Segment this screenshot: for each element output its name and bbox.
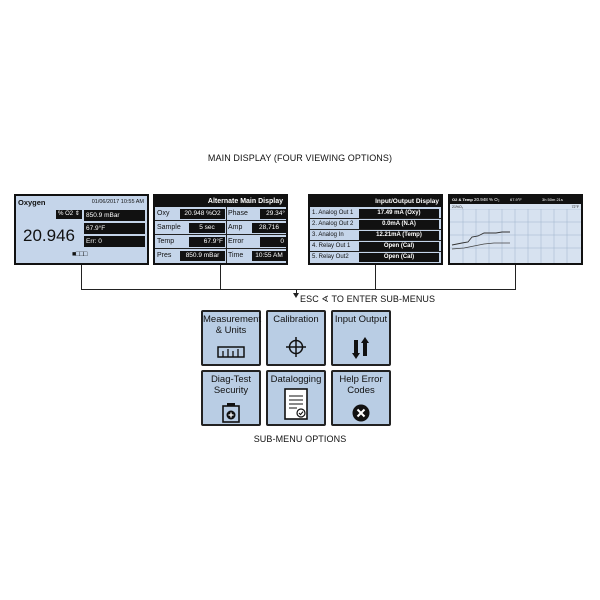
- button-label: Help Error: [339, 374, 383, 385]
- main-display-screen: Oxygen 01/06/2017 10:55 AM % O2 ⇕ 20.946…: [14, 194, 149, 265]
- crosshair-icon: [286, 337, 306, 357]
- io-label: 1. Analog Out 1: [312, 210, 354, 216]
- io-label: 2. Analog Out 2: [312, 221, 354, 227]
- trend-axis-right: 72°F: [571, 205, 579, 209]
- row-label: Temp: [157, 238, 175, 245]
- screen-title: Input/Output Display: [310, 196, 441, 207]
- io-display-screen: Input/Output Display 1. Analog Out 1 17.…: [308, 194, 443, 265]
- button-label: Codes: [347, 385, 375, 396]
- up-down-arrows-icon: [352, 337, 369, 359]
- phase-value: 29.34°: [260, 209, 286, 219]
- alternate-display-screen: Alternate Main Display Oxy 20.948 %O2 Ph…: [153, 194, 288, 265]
- trend-temp-value: 67.9°F: [510, 197, 522, 202]
- button-label: & Units: [215, 325, 247, 336]
- button-label: Diag-Test: [210, 374, 252, 385]
- datalogging-button[interactable]: Datalogging: [266, 370, 326, 426]
- page-indicator: ■□□□: [72, 251, 87, 258]
- io-value: 12.21mA (Temp): [359, 231, 439, 240]
- main-display-caption: MAIN DISPLAY (FOUR VIEWING OPTIONS): [207, 153, 393, 163]
- time-value: 10:55 AM: [252, 251, 286, 261]
- screen-title: Oxygen: [18, 198, 46, 207]
- button-label: Datalogging: [270, 374, 322, 385]
- button-label: Input Output: [334, 314, 388, 325]
- io-label: 3. Analog In: [312, 232, 344, 238]
- datetime: 01/06/2017 10:55 AM: [91, 199, 144, 205]
- o2-trend-line: [451, 231, 510, 246]
- close-circle-icon: [352, 404, 370, 422]
- amp-value: 28,716: [252, 223, 286, 233]
- pressure-value: 850.9 mBar: [180, 251, 225, 261]
- row-label: Sample: [157, 224, 181, 231]
- trend-elapsed-time: 3h 50m 21s: [542, 197, 563, 202]
- measurement-units-button[interactable]: Measurement & Units: [201, 310, 261, 366]
- sample-value: 5 sec: [189, 223, 225, 233]
- trend-axis-left: 21%O₂: [452, 205, 464, 209]
- io-label: 5. Relay Out2: [312, 254, 349, 260]
- screen-title: Alternate Main Display: [155, 196, 286, 207]
- button-label: Measurement: [203, 314, 262, 325]
- io-value: Open (Cal): [359, 242, 439, 251]
- trend-chart: [450, 209, 581, 263]
- temp-trend-line: [451, 242, 510, 250]
- io-label: 4. Relay Out 1: [312, 243, 351, 249]
- help-error-codes-button[interactable]: Help Error Codes: [331, 370, 391, 426]
- button-label: Calibration: [273, 314, 319, 325]
- diag-test-security-button[interactable]: Diag-Test Security: [201, 370, 261, 426]
- temperature-readout: 67.9°F: [84, 223, 145, 234]
- row-label: Phase: [228, 210, 248, 217]
- oxygen-reading: 20.946: [23, 226, 75, 245]
- row-label: Pres: [157, 252, 172, 259]
- pressure-readout: 850.9 mBar: [84, 210, 145, 221]
- trend-display-screen: O2 & Temp 20.948 % O₂ 67.9°F 3h 50m 21s …: [448, 194, 583, 265]
- calibration-button[interactable]: Calibration: [266, 310, 326, 366]
- esc-instruction: ESC ∢ TO ENTER SUB-MENUS: [300, 294, 436, 304]
- trend-header-label: O2 & Temp: [452, 197, 473, 202]
- battery-plus-icon: [222, 403, 240, 423]
- trend-header: O2 & Temp 20.948 % O₂ 67.9°F 3h 50m 21s: [450, 196, 581, 204]
- row-label: Time: [228, 252, 244, 259]
- error-value: 0: [260, 237, 286, 247]
- oxy-value: 20.948 %O2: [180, 209, 225, 219]
- ruler-icon: [217, 346, 245, 358]
- io-value: 17.49 mA (Oxy): [359, 209, 439, 218]
- button-label: Security: [213, 385, 249, 396]
- trend-o2-value: 20.948 % O₂: [474, 197, 500, 202]
- clipboard-check-icon: [284, 388, 308, 420]
- unit-selector[interactable]: % O2 ⇕: [56, 210, 82, 219]
- error-readout: Err: 0: [84, 236, 145, 247]
- io-value: 0.0mA (N.A): [359, 220, 439, 229]
- temp-value: 67.9°F: [189, 237, 225, 247]
- submenu-caption: SUB-MENU OPTIONS: [253, 434, 347, 444]
- row-label: Oxy: [157, 210, 170, 217]
- input-output-button[interactable]: Input Output: [331, 310, 391, 366]
- io-value: Open (Cal): [359, 253, 439, 262]
- row-label: Amp: [228, 224, 243, 231]
- arrow-down-icon: [293, 293, 299, 298]
- row-label: Error: [228, 238, 244, 245]
